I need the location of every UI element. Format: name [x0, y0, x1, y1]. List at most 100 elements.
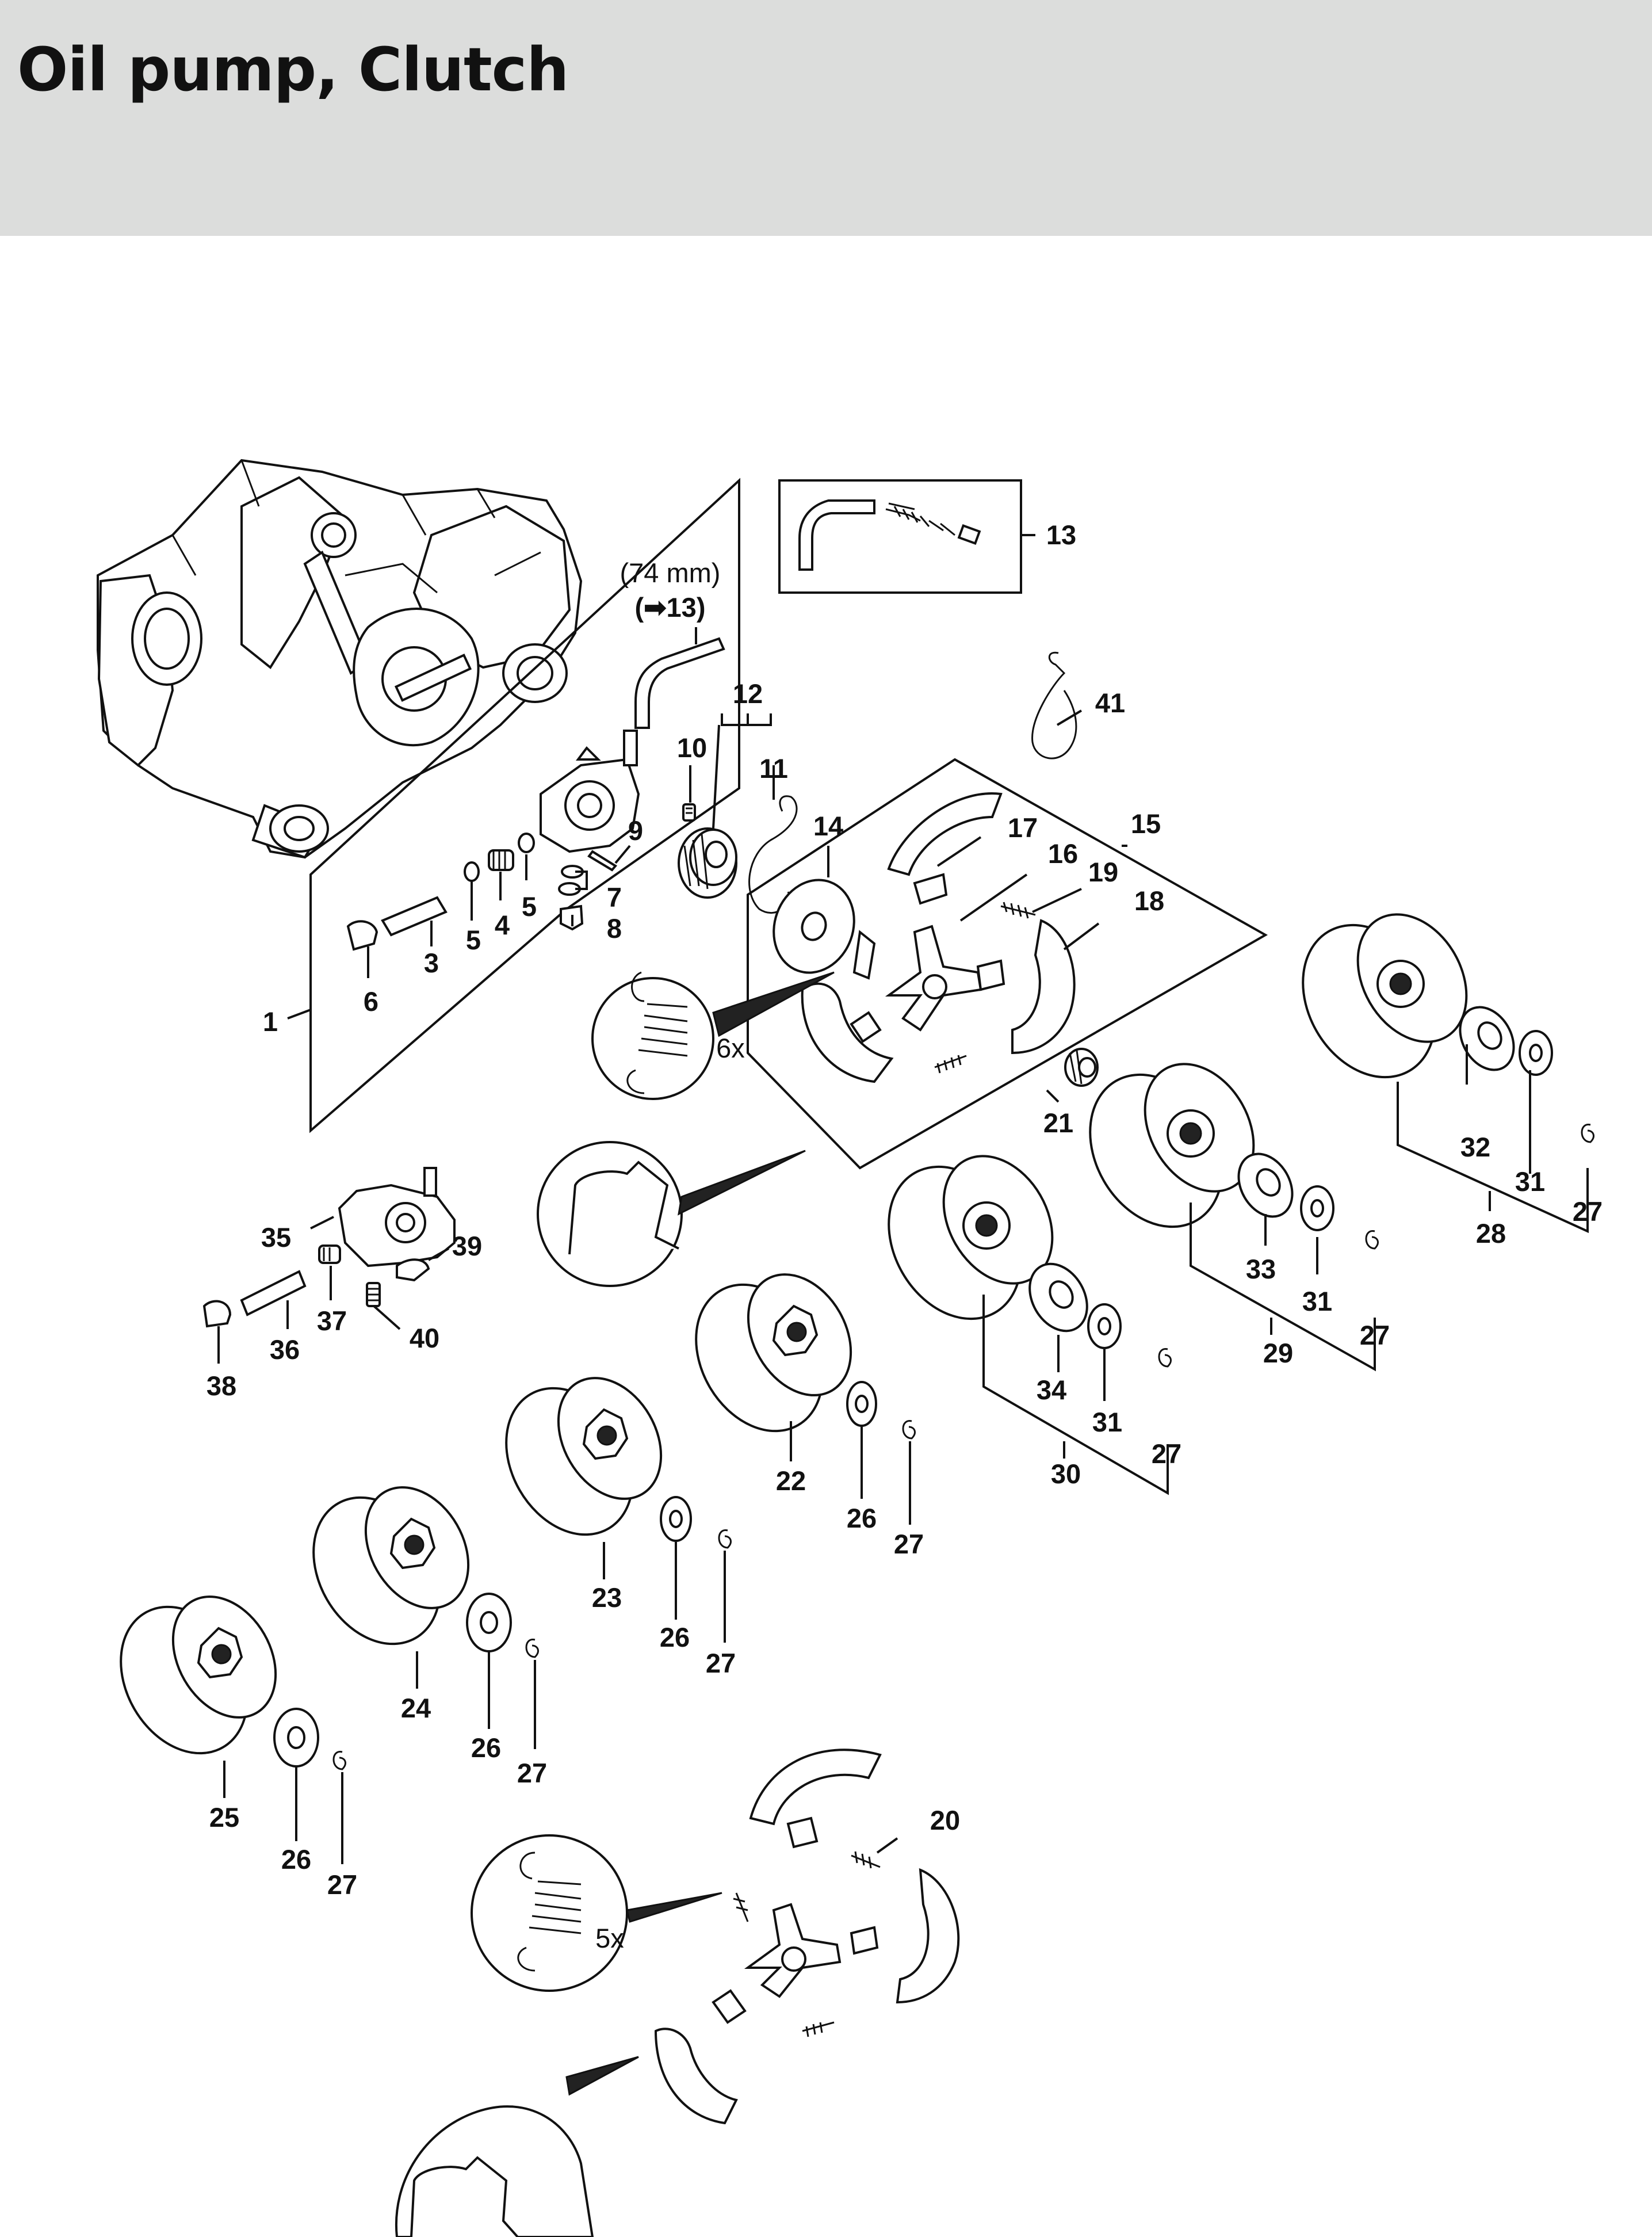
label-29: 29 [1263, 1338, 1293, 1368]
hose-ref-note: (➡13) [635, 592, 706, 623]
worm-36 [240, 1270, 307, 1316]
label-31c: 31 [1092, 1407, 1122, 1437]
label-26b: 26 [660, 1622, 690, 1652]
clutch-shoe-bottom [801, 982, 894, 1083]
label-22: 22 [776, 1465, 806, 1496]
washer-26d [273, 1708, 319, 1768]
spring-20 [733, 1851, 881, 2037]
e-clip-27g [332, 1751, 346, 1770]
label-26c: 26 [471, 1732, 501, 1763]
label-8: 8 [607, 913, 622, 944]
label-27f: 27 [517, 1758, 547, 1788]
clutch-drum-25 [120, 1595, 277, 1755]
spring-37 [318, 1245, 341, 1264]
label-27d: 27 [894, 1529, 924, 1559]
clutch-shoe-top [887, 792, 1003, 876]
spring-detail-callout-lower [471, 1834, 722, 1992]
label-39: 39 [452, 1231, 482, 1261]
label-13: 13 [1046, 520, 1076, 550]
label-24: 24 [401, 1693, 431, 1723]
e-clip-27f [525, 1639, 539, 1658]
spring-detail-callout-upper [591, 971, 835, 1100]
label-4: 4 [495, 910, 510, 940]
label-40: 40 [410, 1323, 439, 1353]
label-14: 14 [813, 811, 843, 841]
clip-41 [1031, 651, 1077, 759]
clutch-spring-lower [934, 1055, 967, 1074]
label-15: 15 [1131, 808, 1161, 839]
clutch-shoe-20-top [749, 1749, 882, 1826]
shoe-piece-lower [850, 1011, 882, 1043]
oil-pump-body [540, 730, 640, 853]
label-37: 37 [317, 1305, 347, 1336]
rim-sprocket-34 [1028, 1262, 1088, 1333]
clutch-spring-17 [913, 873, 948, 905]
label-17: 17 [1008, 812, 1038, 843]
screw-40 [366, 1282, 381, 1307]
e-clip-27e [718, 1529, 732, 1549]
pin-9 [587, 850, 618, 872]
clutch-spring-19 [1000, 902, 1036, 919]
oil-pump-35 [338, 1167, 456, 1268]
label-5a: 5 [466, 925, 481, 955]
needle-cage-21 [1064, 1048, 1099, 1087]
clutch-drum-23 [505, 1377, 663, 1536]
label-25: 25 [209, 1802, 239, 1833]
label-21: 21 [1043, 1108, 1073, 1138]
label-10: 10 [677, 732, 707, 763]
washer-26b [660, 1496, 692, 1542]
washer-31a [1519, 1030, 1553, 1076]
label-7: 7 [607, 882, 622, 913]
label-27g: 27 [327, 1869, 357, 1900]
leader-lines [217, 627, 1589, 1864]
label-27e: 27 [706, 1648, 736, 1678]
clutch-assembly-frame [747, 758, 1268, 1170]
e-clip-27a [1581, 1124, 1594, 1143]
clutch-drum-22 [695, 1273, 852, 1433]
label-36: 36 [270, 1334, 300, 1365]
clutch-shoe-20-right [896, 1868, 960, 2004]
shoe-detail-callout-lower [395, 2056, 639, 2237]
label-34: 34 [1037, 1375, 1066, 1405]
quantity-6x: 6x [716, 1033, 745, 1063]
oil-pump-group-frame [309, 478, 740, 1133]
washer-31b [1300, 1185, 1334, 1231]
clutch-drum-28 [1302, 913, 1468, 1079]
spring-4 [488, 849, 514, 871]
shoe-detail-callout-upper [537, 1141, 806, 1287]
e-clip-27b [1365, 1230, 1379, 1250]
oil-hose [634, 637, 725, 729]
dog-38 [202, 1300, 232, 1328]
label-38: 38 [206, 1371, 236, 1401]
label-32: 32 [1460, 1132, 1490, 1162]
label-12: 12 [733, 678, 763, 709]
label-11: 11 [759, 753, 788, 784]
shoe-piece-18a [976, 959, 1005, 991]
plug-39 [396, 1258, 430, 1282]
label-31b: 31 [1302, 1286, 1332, 1316]
label-35: 35 [261, 1222, 291, 1253]
label-30: 30 [1051, 1459, 1081, 1489]
label-9: 9 [628, 815, 643, 846]
washer-26c [466, 1593, 512, 1652]
clutch-drum-24 [312, 1486, 470, 1646]
crankcase-drawing [97, 459, 583, 859]
label-6: 6 [364, 986, 378, 1017]
quantity-5x: 5x [595, 1923, 624, 1953]
bearing-12 [678, 827, 737, 899]
e-clip-27d [902, 1420, 916, 1440]
label-26a: 26 [847, 1503, 877, 1533]
label-5b: 5 [522, 891, 537, 922]
label-16: 16 [1048, 838, 1078, 869]
part-number-labels: 1 3 4 5 5 6 7 8 9 10 11 12 13 14 15 16 1… [206, 520, 1603, 1900]
kit-13-frame [778, 479, 1022, 594]
e-clip-27c [1158, 1348, 1172, 1368]
label-23: 23 [592, 1582, 622, 1613]
washer-5a [464, 861, 480, 882]
spring-left [852, 930, 876, 980]
label-1: 1 [263, 1006, 278, 1037]
label-20: 20 [930, 1805, 960, 1835]
header-bar: Oil pump, Clutch [0, 0, 1652, 236]
label-27a: 27 [1573, 1196, 1603, 1227]
